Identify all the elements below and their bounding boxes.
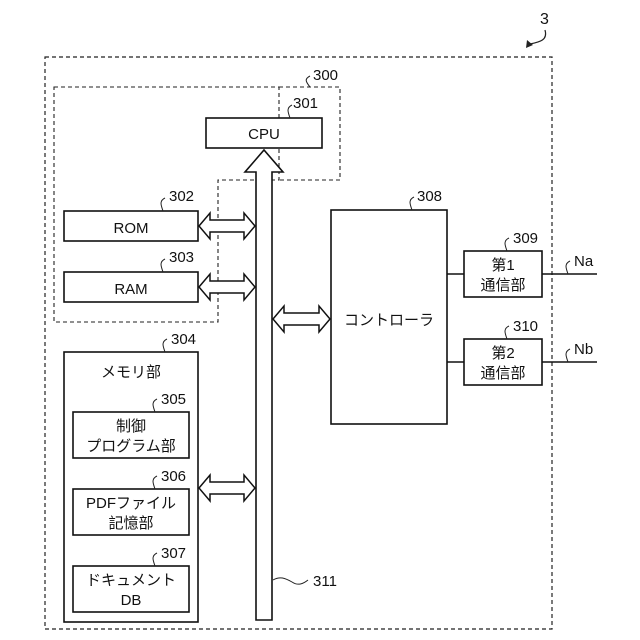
control-program-line2: プログラム部 (86, 438, 176, 455)
ref-306: 306 (161, 468, 186, 485)
ram-label: RAM (114, 281, 147, 298)
pdf-storage-line2: 記憶部 (108, 515, 153, 532)
ref-303-leader (161, 259, 165, 272)
na-leader (566, 261, 570, 274)
document-db-line1: ドキュメント (86, 572, 176, 589)
memory-label: メモリ部 (101, 364, 161, 381)
device-ref-leader (530, 30, 546, 44)
comm1-label-line2: 通信部 (480, 277, 525, 294)
comm1-label-line1: 第1 (491, 256, 514, 274)
rom-bus-arrow (199, 213, 255, 239)
network-na-label: Na (574, 253, 594, 270)
ref-308-leader (410, 197, 414, 210)
ref-301: 301 (293, 95, 318, 112)
rom-label: ROM (114, 220, 149, 237)
pdf-storage-line1: PDFファイル (86, 495, 176, 512)
ram-bus-arrow (199, 274, 255, 300)
cpu-label: CPU (248, 126, 280, 143)
ref-309: 309 (513, 230, 538, 247)
ref-309-leader (505, 238, 509, 251)
ref-302: 302 (169, 188, 194, 205)
ref-310-leader (505, 326, 509, 339)
ref-310: 310 (513, 318, 538, 335)
document-db-line2: DB (121, 592, 142, 609)
nb-leader (566, 349, 570, 362)
comm2-label-line1: 第2 (491, 344, 514, 362)
ref-304: 304 (171, 331, 196, 348)
ref-303: 303 (169, 249, 194, 266)
ref-304-leader (163, 339, 167, 352)
device-ref-label: 3 (540, 11, 549, 28)
memory-bus-arrow (199, 475, 255, 501)
control-program-line1: 制御 (116, 418, 146, 435)
controller-label: コントローラ (344, 312, 434, 329)
ref-307: 307 (161, 545, 186, 562)
controller-bus-arrow (273, 306, 330, 332)
ref-301-leader (288, 105, 292, 118)
ref-300: 300 (313, 67, 338, 84)
ref-305: 305 (161, 391, 186, 408)
comm2-label-line2: 通信部 (480, 365, 525, 382)
network-nb-label: Nb (574, 341, 593, 358)
ref-311: 311 (313, 573, 337, 590)
ref-311-leader (273, 578, 308, 584)
ref-308: 308 (417, 188, 442, 205)
ref-300-leader (306, 76, 310, 87)
ref-302-leader (161, 198, 165, 211)
